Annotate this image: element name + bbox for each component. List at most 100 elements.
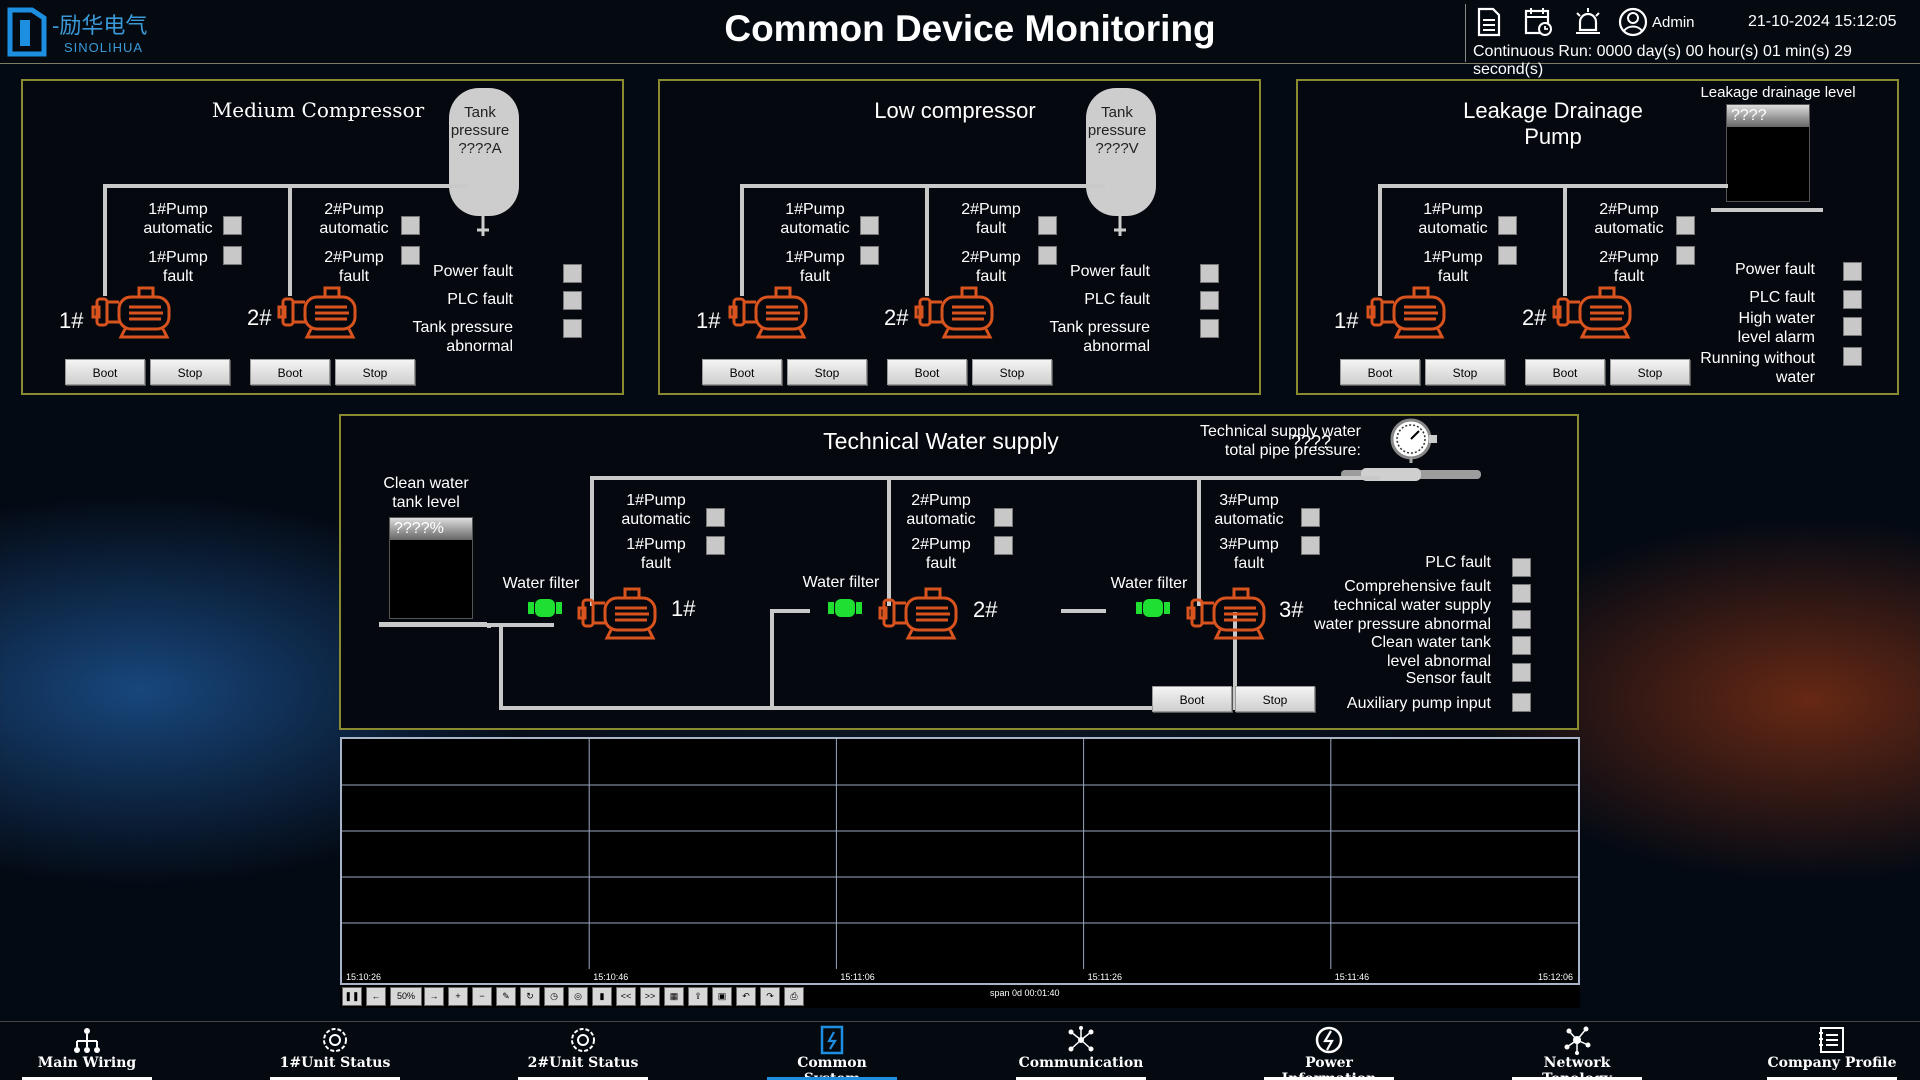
pump1-fault-indicator: [223, 246, 242, 265]
trend-next-button[interactable]: >>: [640, 987, 660, 1006]
pump1-icon[interactable]: [577, 586, 657, 642]
trend-tool-button[interactable]: ✎: [496, 987, 516, 1006]
pump2-boot-button[interactable]: Boot: [1525, 359, 1605, 385]
trend-table-button[interactable]: ▦: [664, 987, 684, 1006]
pump3-automatic-label: 3#Pump automatic: [1214, 492, 1284, 528]
power-fault-label: Power fault: [1069, 263, 1150, 280]
trend-back-button[interactable]: ←: [366, 987, 386, 1006]
nav-2-unit-status[interactable]: 2#Unit Status: [518, 1022, 648, 1080]
pump2-fault-label: 2#Pump fault: [961, 201, 1021, 237]
pump1-automatic-indicator: [223, 216, 242, 235]
pump1-stop-button[interactable]: Stop: [787, 359, 867, 385]
water-filter2-label: Water filter: [802, 574, 880, 591]
trend-prev-button[interactable]: <<: [616, 987, 636, 1006]
pump2-icon[interactable]: [878, 586, 958, 642]
high-water-alarm-label: High water level alarm: [1737, 310, 1815, 346]
pump1-automatic-label: 1#Pump automatic: [621, 492, 691, 528]
nav-label: Communication: [1018, 1055, 1144, 1071]
pump2-number: 2#: [247, 305, 272, 330]
user-icon[interactable]: [1617, 6, 1649, 38]
low-compressor-panel: Low compressor Tank pressure ????V 1#Pum…: [658, 79, 1261, 395]
nav-1-unit-status[interactable]: 1#Unit Status: [270, 1022, 400, 1080]
pump1-boot-button[interactable]: Boot: [65, 359, 145, 385]
clean-water-level-abnormal-indicator: [1512, 636, 1531, 655]
event-log-icon[interactable]: [1522, 6, 1554, 38]
leakage-level-label: Leakage drainage level: [1700, 84, 1856, 101]
clean-water-level-abnormal-label: Clean water tank level abnormal: [1370, 634, 1491, 670]
nav-communication[interactable]: Communication: [1016, 1022, 1146, 1080]
user-name[interactable]: Admin: [1652, 14, 1695, 31]
auxiliary-pump-input-label: Auxiliary pump input: [1346, 695, 1491, 712]
continuous-run-time: Continuous Run: 0000 day(s) 00 hour(s) 0…: [1473, 43, 1852, 78]
water-filter3-icon: [1136, 599, 1170, 617]
trend-print-button[interactable]: ⎙: [784, 987, 804, 1006]
pump3-number: 3#: [1279, 597, 1304, 622]
pipe: [474, 623, 554, 627]
datetime: 21-10-2024 15:12:05: [1748, 13, 1897, 30]
trend-zoom-button[interactable]: 50%: [390, 987, 422, 1006]
nav-indicator: [767, 1077, 897, 1080]
nav-company-profile[interactable]: Company Profile: [1767, 1022, 1897, 1080]
clean-water-tank-value: ????%: [390, 518, 472, 540]
pump1-fault-indicator: [1498, 246, 1517, 265]
pump2-fault-indicator: [994, 536, 1013, 555]
pump2-boot-button[interactable]: Boot: [250, 359, 330, 385]
communication-icon: [1068, 1026, 1094, 1052]
trend-undo-button[interactable]: ↶: [736, 987, 756, 1006]
pump2-stop-button[interactable]: Stop: [335, 359, 415, 385]
trend-export-button[interactable]: ⇪: [688, 987, 708, 1006]
pump2-stop-button[interactable]: Stop: [972, 359, 1052, 385]
water-pressure-abnormal-indicator: [1512, 610, 1531, 629]
pipe: [740, 184, 1105, 188]
leakage-level-gauge: ????: [1726, 104, 1810, 202]
nav-indicator: [1512, 1077, 1642, 1080]
pump1-fault-label: 1#Pump fault: [626, 536, 686, 572]
pump1-boot-button[interactable]: Boot: [1340, 359, 1420, 385]
trend-pause-button[interactable]: ❚❚: [342, 987, 362, 1006]
alarm-icon[interactable]: [1572, 6, 1604, 38]
nav-indicator: [270, 1077, 400, 1080]
pipe: [1563, 184, 1567, 296]
pump2-icon[interactable]: [277, 285, 357, 341]
running-without-water-label: Running without water: [1700, 350, 1815, 386]
nav-main-wiring[interactable]: Main Wiring: [22, 1022, 152, 1080]
pump1-boot-button[interactable]: Boot: [702, 359, 782, 385]
trend-save-button[interactable]: ▣: [712, 987, 732, 1006]
pump1-stop-button[interactable]: Stop: [150, 359, 230, 385]
pump2-boot-button[interactable]: Boot: [887, 359, 967, 385]
stop-button[interactable]: Stop: [1235, 686, 1315, 712]
pump2-icon[interactable]: [1552, 285, 1632, 341]
trend-zoom-in-button[interactable]: +: [448, 987, 468, 1006]
trend-target-button[interactable]: ◎: [568, 987, 588, 1006]
trend-redo-button[interactable]: ↷: [760, 987, 780, 1006]
pump1-icon[interactable]: [728, 285, 808, 341]
pump2-stop-button[interactable]: Stop: [1610, 359, 1690, 385]
logo-text-en: SINOLIHUA: [64, 40, 144, 55]
nav-power-information[interactable]: Power Information: [1264, 1022, 1394, 1080]
trend-zoom-out-button[interactable]: −: [472, 987, 492, 1006]
pump2-icon[interactable]: [914, 285, 994, 341]
nav-label: Main Wiring: [37, 1055, 137, 1071]
report-icon[interactable]: [1472, 6, 1504, 38]
plc-fault-indicator: [1200, 291, 1219, 310]
pipe: [103, 184, 107, 296]
pump2-fault-indicator: [1676, 246, 1695, 265]
pump1-stop-button[interactable]: Stop: [1425, 359, 1505, 385]
trend-forward-button[interactable]: →: [424, 987, 444, 1006]
pipe: [887, 476, 891, 606]
nav-common-system[interactable]: Common System: [767, 1022, 897, 1080]
trend-marker-button[interactable]: ▮: [592, 987, 612, 1006]
nav-network-topology[interactable]: Network Topology: [1512, 1022, 1642, 1080]
nav-label: Power Information: [1281, 1055, 1377, 1080]
pump1-icon[interactable]: [91, 285, 171, 341]
boot-button[interactable]: Boot: [1152, 686, 1232, 712]
trend-history-button[interactable]: ◷: [544, 987, 564, 1006]
water-pressure-abnormal-label: technical water supply water pressure ab…: [1314, 597, 1491, 633]
trend-refresh-button[interactable]: ↻: [520, 987, 540, 1006]
tank-pressure-abnormal-indicator: [1200, 319, 1219, 338]
pump2-fault-label: 2#Pump fault: [324, 249, 384, 285]
pump1-icon[interactable]: [1366, 285, 1446, 341]
panel-title: Technical Water supply: [823, 428, 1059, 454]
